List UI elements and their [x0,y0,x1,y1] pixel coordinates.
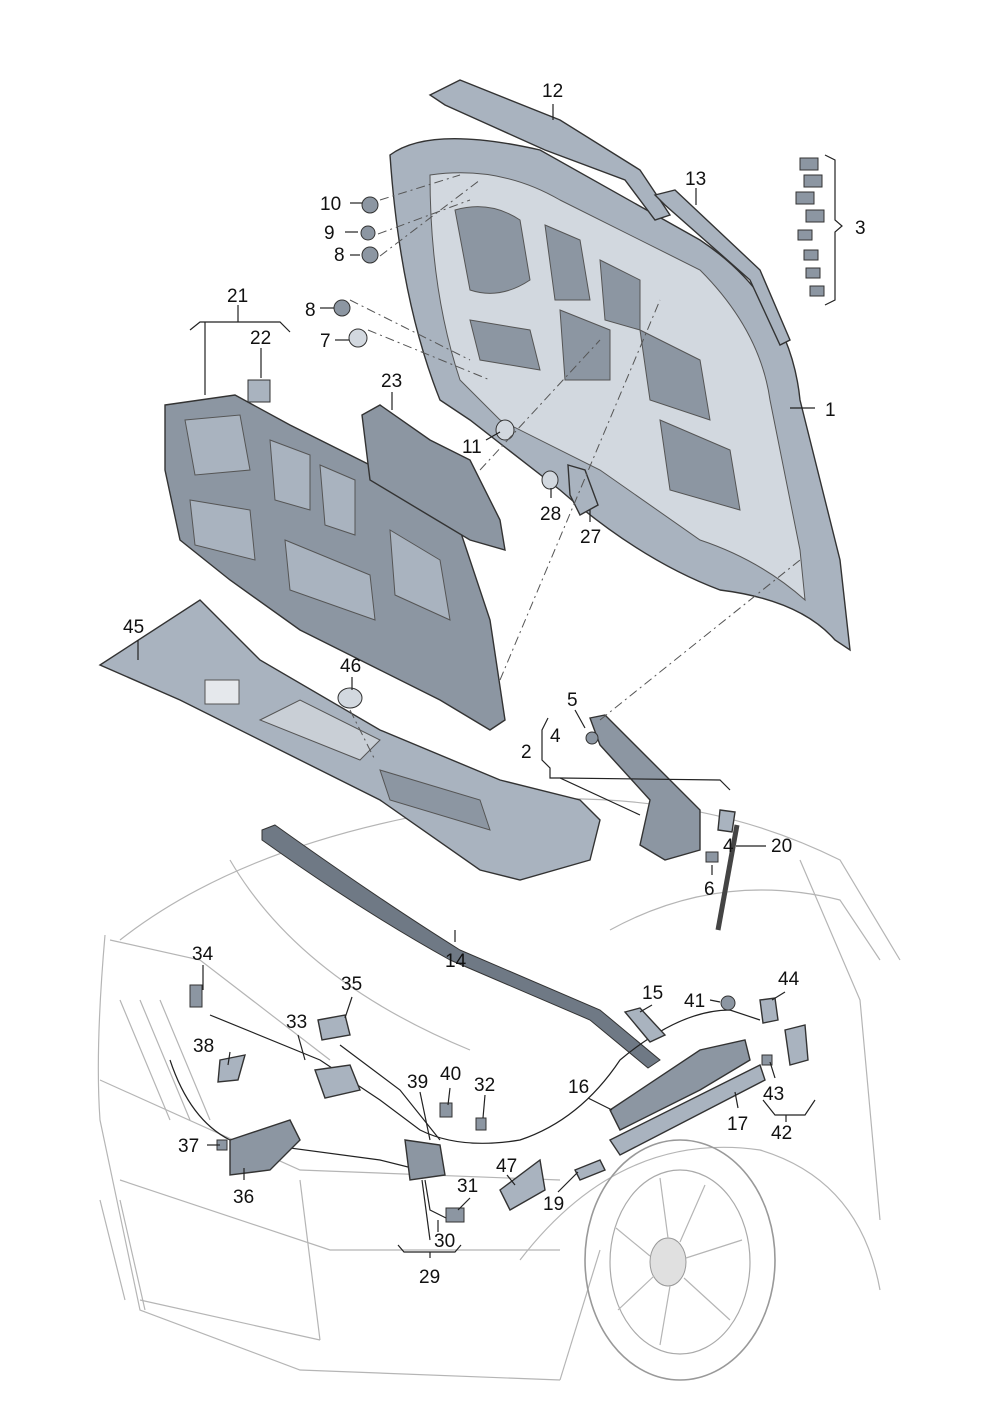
callout-37: 37 [178,1136,199,1157]
gas-strut-20 [715,824,740,931]
callout-12: 12 [542,81,563,102]
callout-7: 7 [320,331,331,352]
front-wheel [584,1139,776,1381]
callout-33: 33 [286,1012,307,1033]
callout-14: 14 [445,951,467,972]
callout-4a: 4 [550,726,561,747]
fasteners-7-10 [333,196,379,348]
callout-30: 30 [434,1231,455,1252]
reference-lines [349,174,801,761]
callout-31: 31 [457,1176,478,1197]
callout-17: 17 [727,1114,748,1135]
callout-43: 43 [763,1084,784,1105]
callout-29: 29 [419,1267,440,1288]
seal-strip-13 [653,189,791,346]
callout-38: 38 [193,1036,214,1057]
hood-seal-14 [261,824,661,1069]
callout-45: 45 [123,617,144,638]
grommet-46 [337,687,363,709]
car-front-body [97,798,901,1381]
callout-42: 42 [771,1123,792,1144]
bracket-27 [567,464,599,516]
callout-2: 2 [521,742,532,763]
callout-32: 32 [474,1075,495,1096]
callout-39: 39 [407,1072,428,1093]
callout-28: 28 [540,504,561,525]
callout-5: 5 [567,690,578,711]
callout-27: 27 [580,527,601,548]
callout-40: 40 [440,1064,461,1085]
callout-10: 10 [320,194,341,215]
insulation-23 [361,404,506,551]
callout-4b: 4 [723,836,734,857]
callout-34: 34 [192,944,214,965]
callout-8a: 8 [334,245,345,266]
callout-labels: 1 2 3 4 4 5 6 7 8 8 9 10 11 12 13 14 15 … [123,81,866,1288]
buffer-11 [495,419,515,441]
leader-lines [137,104,843,1258]
clip-22 [247,379,271,403]
callout-47: 47 [496,1156,517,1177]
callout-21: 21 [227,286,248,307]
callout-9: 9 [324,223,335,244]
buffer-28 [541,470,559,490]
callout-44: 44 [778,969,800,990]
callout-3: 3 [855,218,866,239]
callout-46: 46 [340,656,361,677]
callout-15: 15 [642,983,663,1004]
callout-41: 41 [684,991,705,1012]
callout-1: 1 [825,400,836,421]
callout-36: 36 [233,1187,254,1208]
callout-22: 22 [250,328,271,349]
hinge-assembly-2 [585,714,736,863]
insulation-mat-21 [164,394,506,731]
callout-23: 23 [381,371,402,392]
callout-19: 19 [543,1194,564,1215]
right-side-trim-parts [608,995,809,1156]
callout-11: 11 [462,437,482,458]
bolt-set-3 [795,157,825,297]
seal-strip-12 [428,79,672,221]
callout-35: 35 [341,974,362,995]
callout-20: 20 [771,836,792,857]
callout-13: 13 [685,169,706,190]
callout-16: 16 [568,1077,589,1098]
plenum-panel-45 [98,599,601,881]
callout-8b: 8 [305,300,316,321]
callout-6: 6 [704,879,715,900]
